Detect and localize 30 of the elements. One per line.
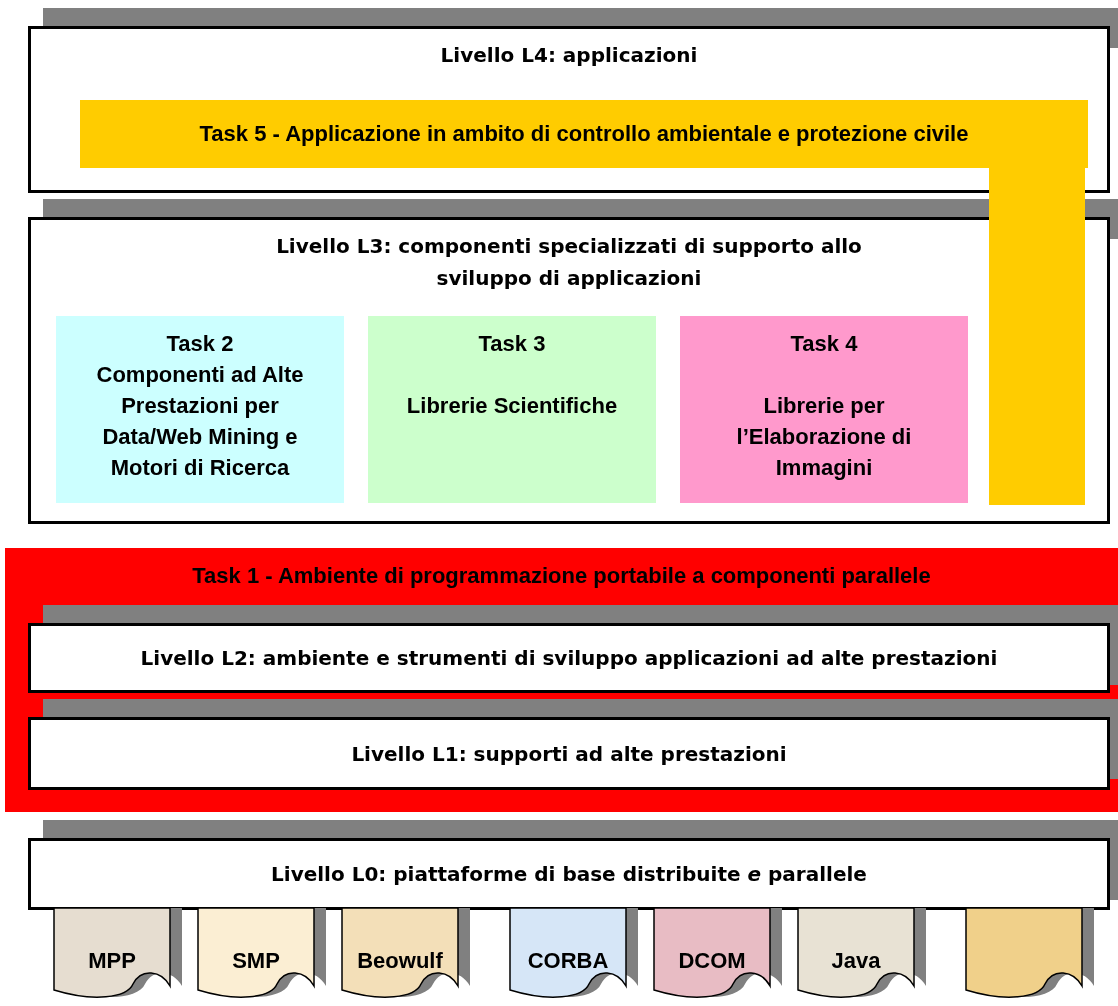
level-box	[28, 217, 1110, 524]
task-description: Componenti ad Alte Prestazioni per Data/Web Mining e Motori di Ricerca	[95, 361, 305, 482]
task-band	[5, 548, 1118, 812]
level-box	[28, 838, 1110, 910]
level-box	[28, 26, 1110, 193]
level-title: Livello L3: componenti specializzati di supporto allo sviluppo di applicazioni	[275, 233, 863, 292]
level-title: Livello L2: ambiente e strumenti di sviluppo applicazioni ad alte prestazioni	[140, 645, 998, 672]
task-box	[368, 316, 656, 503]
task-banner	[80, 100, 1088, 168]
platform-label: SMP	[231, 948, 281, 974]
task-title: Task 2	[166, 330, 234, 358]
level-title: Livello L1: supporti ad alte prestazioni	[351, 740, 787, 768]
banner-bar	[989, 165, 1085, 505]
task-box	[56, 316, 344, 503]
level-title: Livello L0: piattaforme di base distribuite e parallele	[271, 861, 867, 888]
task-title: Task 3	[478, 330, 546, 358]
level-title: Livello L4: applicazioni	[440, 42, 698, 69]
task-description: Librerie per l’Elaborazione di Immagini	[735, 392, 913, 482]
task-title: Task 1 - Ambiente di programmazione portabile a componenti parallele	[192, 563, 931, 590]
platform-label: CORBA	[526, 948, 610, 974]
platform-label: Beowulf	[356, 948, 444, 974]
level-box	[28, 717, 1110, 790]
level-box	[28, 623, 1110, 693]
platform-label: DCOM	[677, 948, 747, 974]
task-title: Task 5 - Applicazione in ambito di controllo ambientale e protezione civile	[198, 120, 970, 148]
task-description: Librerie Scientifiche	[406, 392, 618, 420]
platform-label: MPP	[87, 948, 137, 974]
platform-label: Java	[830, 948, 882, 974]
task-title: Task 4	[790, 330, 858, 358]
task-box	[680, 316, 968, 503]
